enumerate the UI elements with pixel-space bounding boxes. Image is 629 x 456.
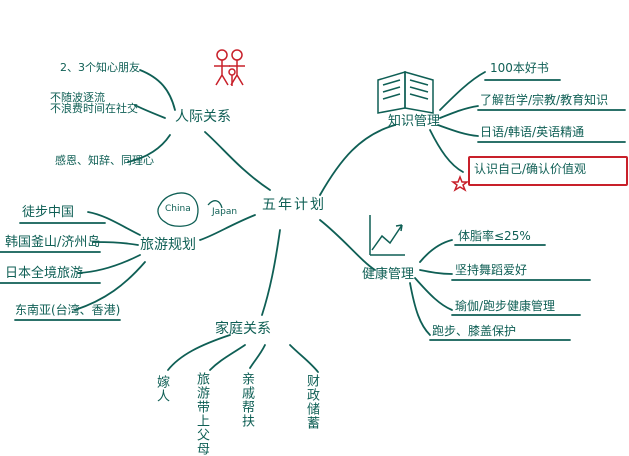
- family-item: 旅游带上父母: [194, 372, 209, 456]
- link-center-health: [319, 219, 376, 271]
- link-health-1: [419, 239, 453, 263]
- highlight-box: [468, 156, 628, 186]
- branch-family: 家庭关系: [215, 321, 271, 337]
- social-item: 不随波逐流 不浪费时间在社交: [50, 91, 138, 115]
- map-label-china: China: [165, 204, 191, 214]
- travel-item: 韩国釜山/济州岛: [5, 235, 101, 250]
- map-doodle-icon: [157, 192, 223, 227]
- link-family-1: [167, 334, 231, 371]
- family-doodle-icon: [214, 49, 245, 86]
- branch-social: 人际关系: [175, 109, 231, 125]
- travel-item: 徒步中国: [22, 205, 75, 220]
- family-item: 亲戚帮扶: [239, 372, 254, 428]
- link-family-2: [209, 344, 246, 371]
- center-label: 五年计划: [262, 197, 326, 213]
- travel-item: 东南亚(台湾、香港): [15, 303, 121, 317]
- health-item: 体脂率≤25%: [458, 229, 531, 243]
- growth-chart-icon: [369, 215, 405, 256]
- link-know-3: [437, 124, 479, 137]
- link-travel-1: [87, 211, 141, 236]
- branch-knowledge: 知识管理: [388, 114, 441, 129]
- travel-item: 日本全境旅游: [5, 266, 84, 281]
- family-item: 嫁人: [154, 375, 169, 403]
- open-book-icon: [377, 70, 434, 114]
- knowledge-item-highlight: 认识自己/确认价值观: [474, 162, 587, 176]
- link-social-3: [127, 134, 171, 163]
- social-item: 2、3个知心朋友: [60, 61, 140, 74]
- family-item: 财政储蓄: [304, 374, 319, 430]
- link-travel-2: [92, 241, 139, 246]
- link-center-family: [261, 229, 281, 316]
- link-travel-3: [77, 254, 141, 274]
- link-health-3: [414, 277, 453, 311]
- health-item: 跑步、膝盖保护: [432, 324, 517, 338]
- map-label-japan: Japan: [212, 207, 238, 217]
- knowledge-item: 了解哲学/宗教/教育知识: [480, 93, 609, 107]
- branch-health: 健康管理: [362, 267, 415, 282]
- link-health-4: [409, 282, 431, 336]
- health-item: 坚持舞蹈爱好: [455, 263, 528, 277]
- link-know-4: [429, 129, 464, 173]
- link-center-travel: [199, 214, 256, 241]
- link-family-3: [249, 344, 266, 369]
- health-item: 瑜伽/跑步健康管理: [455, 299, 556, 313]
- link-health-2: [419, 269, 453, 275]
- link-center-knowledge: [319, 124, 396, 196]
- knowledge-item: 100本好书: [490, 61, 549, 75]
- link-social-1: [139, 69, 176, 111]
- link-center-social: [204, 131, 271, 191]
- knowledge-item: 日语/韩语/英语精通: [480, 125, 585, 139]
- link-know-1: [439, 71, 486, 111]
- branch-travel: 旅游规划: [140, 237, 196, 253]
- social-item: 感恩、知辞、同理心: [55, 154, 154, 167]
- link-know-2: [439, 105, 479, 119]
- link-family-4: [289, 344, 319, 373]
- link-social-2: [134, 104, 166, 119]
- star-icon: [450, 174, 470, 192]
- link-travel-4: [74, 261, 146, 311]
